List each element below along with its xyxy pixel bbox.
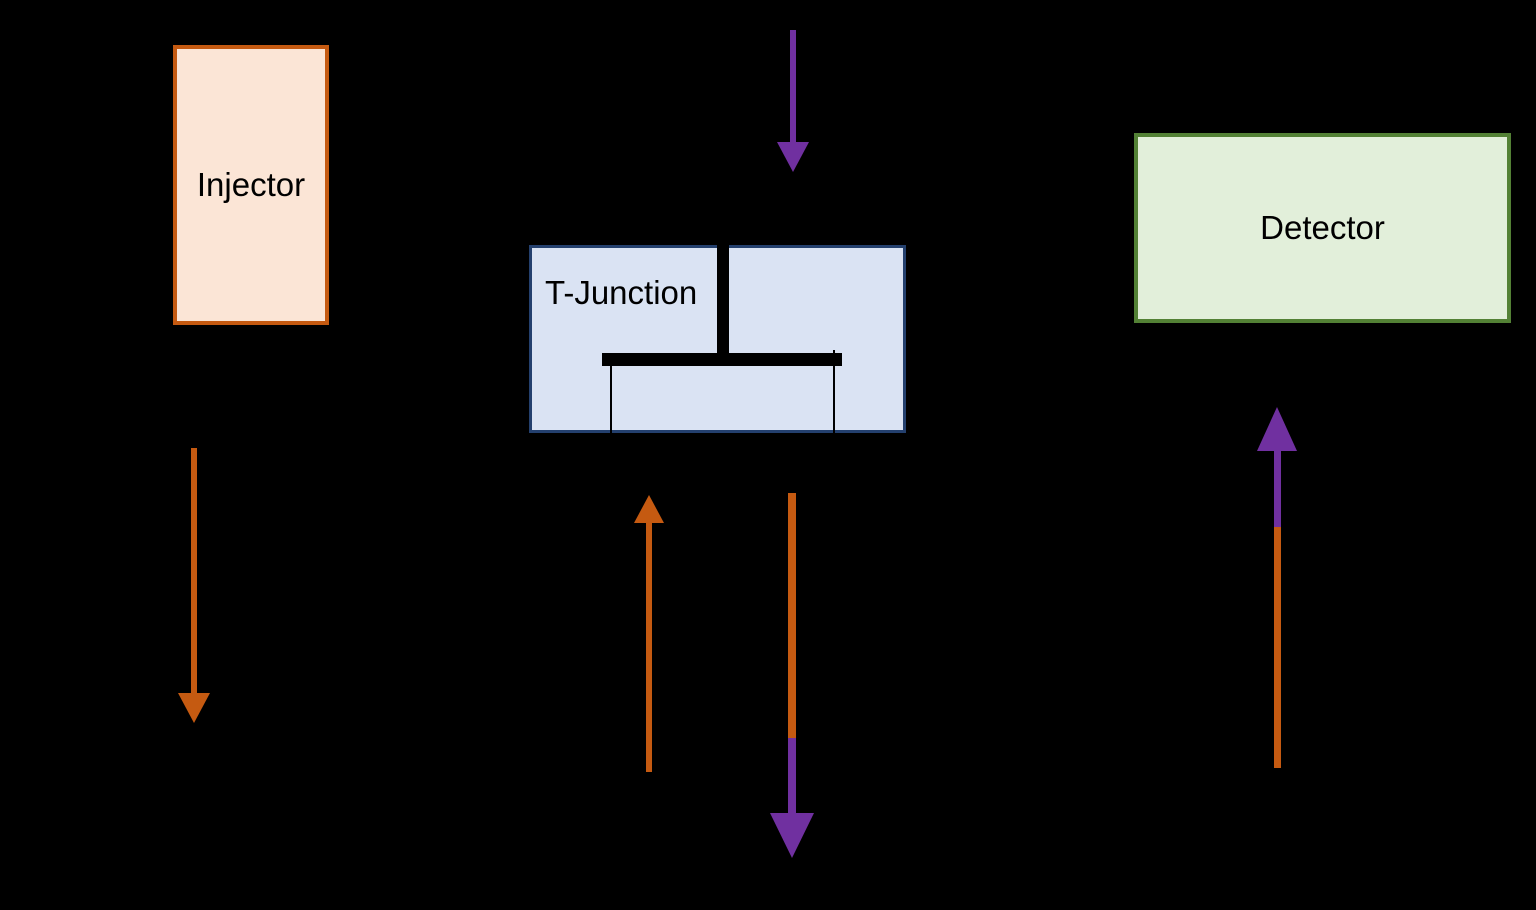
detector-label: Detector [1260, 209, 1385, 246]
arrow-shaft-orange-segment [788, 493, 796, 738]
arrow-shaft [646, 523, 652, 772]
arrow-head-down-icon [178, 693, 210, 723]
arrow-head-up-icon [1257, 407, 1297, 451]
arrow-head-up-icon [634, 495, 664, 523]
arrow-shaft-orange-segment [1274, 527, 1281, 768]
injector-box: Injector [173, 45, 329, 325]
arrow-head-down-icon [770, 813, 814, 858]
t-junction-label: T-Junction [545, 274, 698, 311]
arrow-shaft [191, 448, 197, 693]
arrow-shaft-purple-segment [1274, 451, 1281, 527]
arrow-shaft-purple-segment [788, 738, 796, 813]
junction-vertical-channel [717, 243, 729, 355]
arrow-head-down-icon [777, 142, 809, 172]
arrow-shaft [790, 30, 796, 142]
injector-label: Injector [196, 166, 306, 203]
junction-channel-outline-left [610, 366, 612, 436]
detector-box: Detector [1134, 133, 1511, 323]
junction-channel-outline-right [833, 350, 835, 436]
junction-horizontal-channel [602, 353, 842, 366]
